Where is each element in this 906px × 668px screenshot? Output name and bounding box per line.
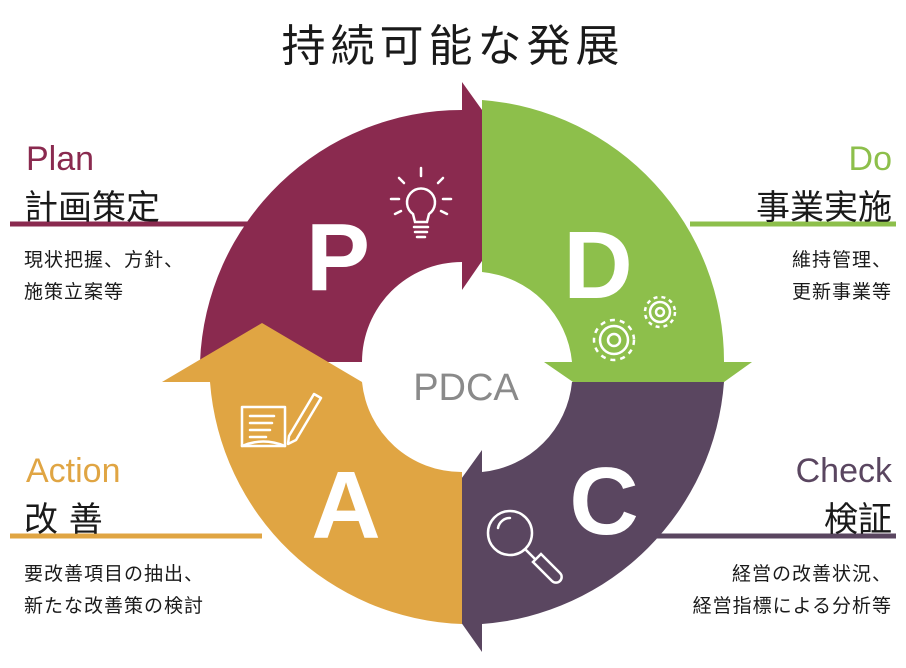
gears-icon xyxy=(592,295,677,362)
do-description-line-1: 維持管理、 xyxy=(791,249,892,271)
check-description-line-2: 経営指標による分析等 xyxy=(692,595,892,617)
lightbulb-icon xyxy=(389,166,453,239)
do-japanese-label: 事業実施 xyxy=(756,188,892,228)
do-english-label: Do xyxy=(848,140,892,178)
action-japanese-label: 改 善 xyxy=(24,500,103,540)
check-english-label: Check xyxy=(795,452,892,490)
action-letter: A xyxy=(311,452,380,559)
check-description: 経営の改善状況、 経営指標による分析等 xyxy=(693,558,892,622)
plan-english-label: Plan xyxy=(26,140,95,178)
action-english-label: Action xyxy=(26,452,121,490)
action-description-line-2: 新たな改善策の検討 xyxy=(24,595,205,617)
check-description-line-1: 経営の改善状況、 xyxy=(731,563,892,585)
center-label: PDCA xyxy=(413,367,519,409)
check-arrow-segment xyxy=(410,382,724,652)
plan-description-line-1: 現状把握、方針、 xyxy=(24,249,185,271)
action-arrow-segment xyxy=(162,323,462,624)
plan-letter: P xyxy=(306,204,370,311)
action-description: 要改善項目の抽出、 新たな改善策の検討 xyxy=(24,558,204,622)
magnifier-icon xyxy=(486,509,563,584)
notebook-pen-icon xyxy=(240,392,323,448)
page-title: 持続可能な発展 xyxy=(281,21,625,72)
do-letter: D xyxy=(563,212,632,319)
plan-description: 現状把握、方針、 施策立案等 xyxy=(24,244,184,308)
check-japanese-label: 検証 xyxy=(824,500,892,540)
action-description-line-1: 要改善項目の抽出、 xyxy=(24,563,205,585)
plan-description-line-2: 施策立案等 xyxy=(24,281,125,303)
plan-arrow-segment xyxy=(200,82,535,362)
plan-japanese-label: 計画策定 xyxy=(24,188,160,228)
do-arrow-segment xyxy=(482,100,752,435)
do-description: 維持管理、 更新事業等 xyxy=(792,244,892,308)
check-letter: C xyxy=(569,448,638,555)
do-description-line-2: 更新事業等 xyxy=(791,281,892,303)
